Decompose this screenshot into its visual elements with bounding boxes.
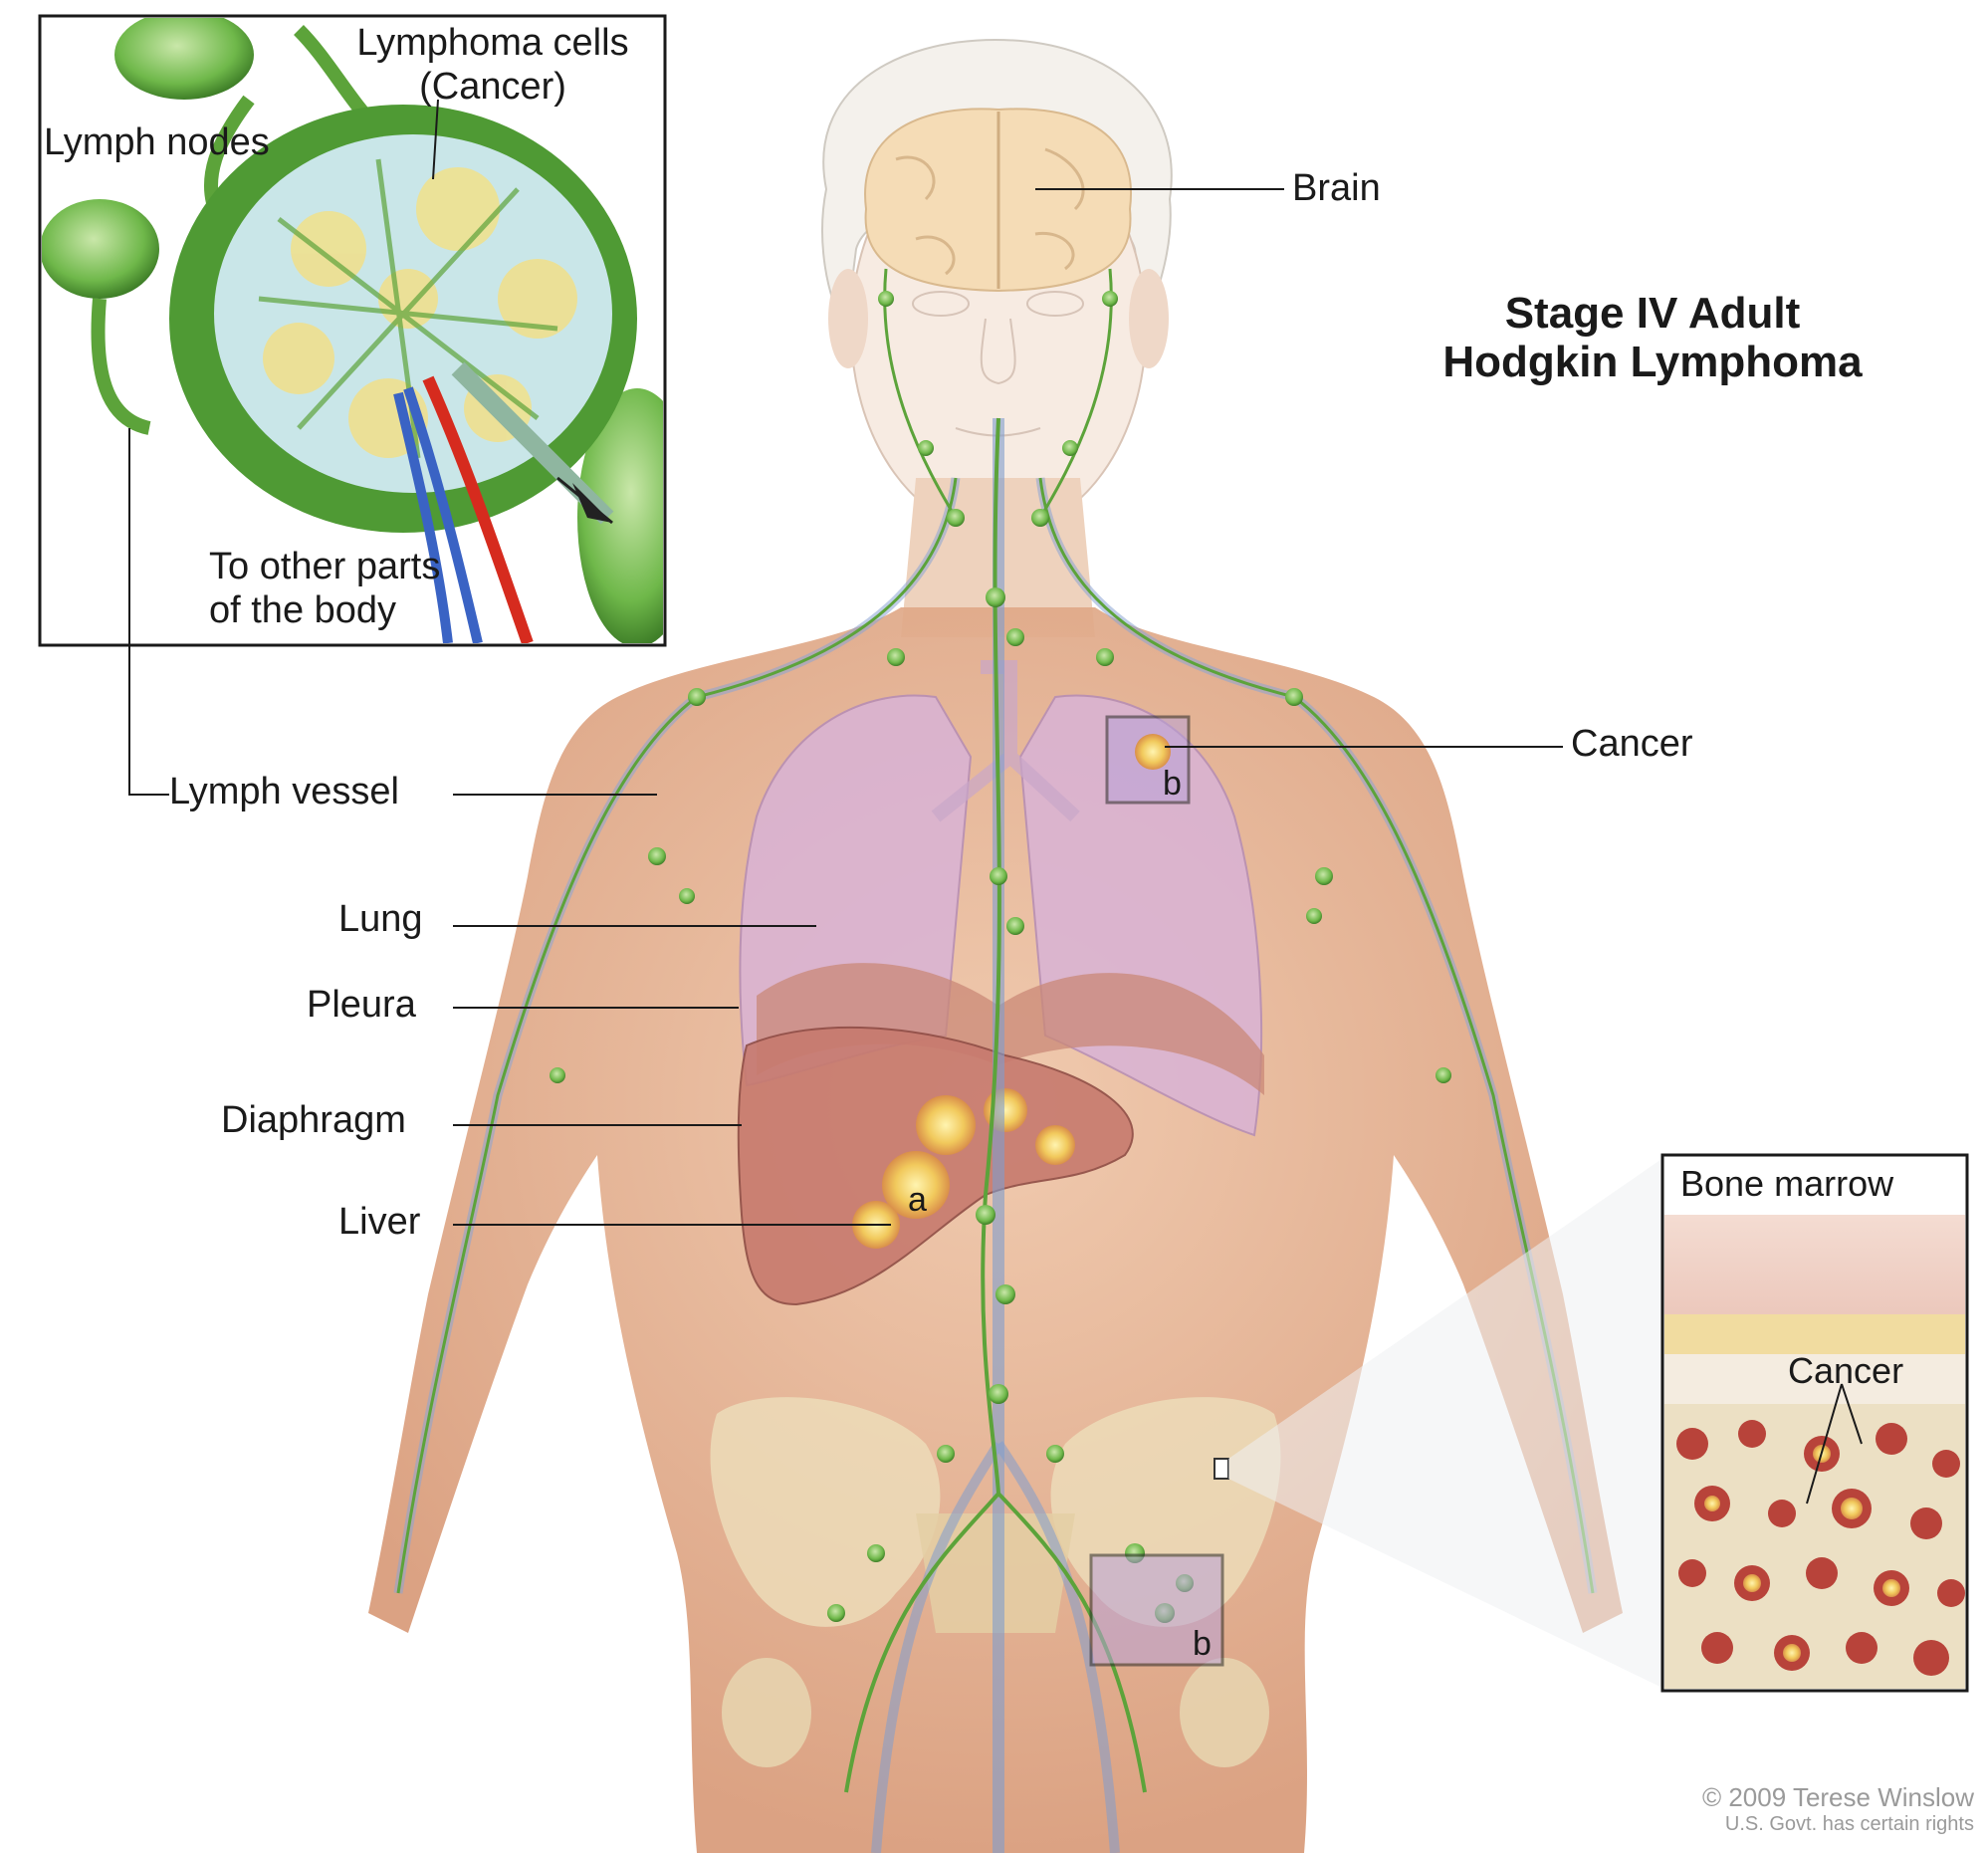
marker-b-pelvis: b xyxy=(1193,1625,1212,1664)
label-cancer-chest: Cancer xyxy=(1571,723,1693,767)
label-cancer-marrow: Cancer xyxy=(1788,1350,1903,1391)
label-bone-marrow: Bone marrow xyxy=(1680,1163,1893,1204)
label-pleura: Pleura xyxy=(307,984,416,1028)
bone-marrow-inset xyxy=(1662,1155,1967,1693)
diagram-title: Stage IV Adult Hodgkin Lymphoma xyxy=(1374,289,1931,387)
credit-line-2: U.S. Govt. has certain rights xyxy=(1702,1813,1974,1836)
marker-a-liver: a xyxy=(908,1181,927,1220)
label-liver: Liver xyxy=(338,1201,420,1245)
label-lymphoma-cells: Lymphoma cells (Cancer) xyxy=(329,22,657,109)
label-lymph-nodes: Lymph nodes xyxy=(44,121,270,165)
label-diaphragm: Diaphragm xyxy=(221,1099,406,1143)
credit: © 2009 Terese Winslow U.S. Govt. has cer… xyxy=(1702,1782,1974,1836)
marrow-sample-marker xyxy=(1215,1459,1228,1479)
title-line-2: Hodgkin Lymphoma xyxy=(1374,338,1931,386)
marker-b-chest: b xyxy=(1163,765,1182,804)
label-lung: Lung xyxy=(338,898,423,942)
brain xyxy=(865,109,1131,291)
title-line-1: Stage IV Adult xyxy=(1374,289,1931,338)
label-brain: Brain xyxy=(1292,167,1381,211)
label-lymph-vessel: Lymph vessel xyxy=(169,771,399,814)
credit-line-1: © 2009 Terese Winslow xyxy=(1702,1782,1974,1813)
label-to-other-parts: To other parts of the body xyxy=(209,546,440,632)
